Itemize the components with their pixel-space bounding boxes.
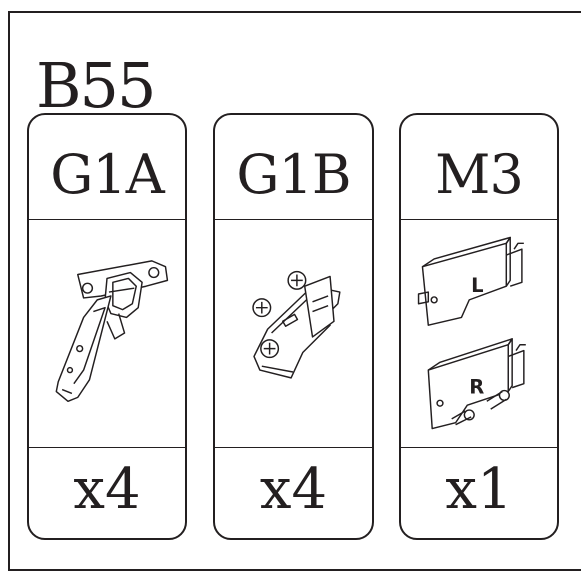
sheet-title: B55: [36, 49, 156, 122]
hinge-mounting-plate-icon: [215, 221, 372, 447]
part-quantity: x1: [445, 457, 513, 522]
divider: [215, 219, 372, 220]
cabinet-hinge-icon: [29, 221, 185, 447]
part-card-g1a: G1A x4: [27, 113, 187, 540]
divider: [29, 447, 185, 448]
part-card-m3: M3 L R x1: [399, 113, 559, 540]
part-card-g1b: G1B x4: [213, 113, 374, 540]
divider: [215, 447, 372, 448]
part-quantity: x4: [259, 457, 328, 522]
left-part-label: L: [471, 274, 483, 297]
part-quantity: x4: [73, 457, 141, 522]
divider: [401, 447, 557, 448]
divider: [401, 219, 557, 220]
drawer-bracket-pair-icon: L R: [401, 221, 557, 447]
part-code: G1B: [236, 143, 351, 206]
divider: [29, 219, 185, 220]
part-code: M3: [435, 143, 524, 206]
part-code: G1A: [50, 143, 165, 206]
right-part-label: R: [469, 375, 484, 398]
